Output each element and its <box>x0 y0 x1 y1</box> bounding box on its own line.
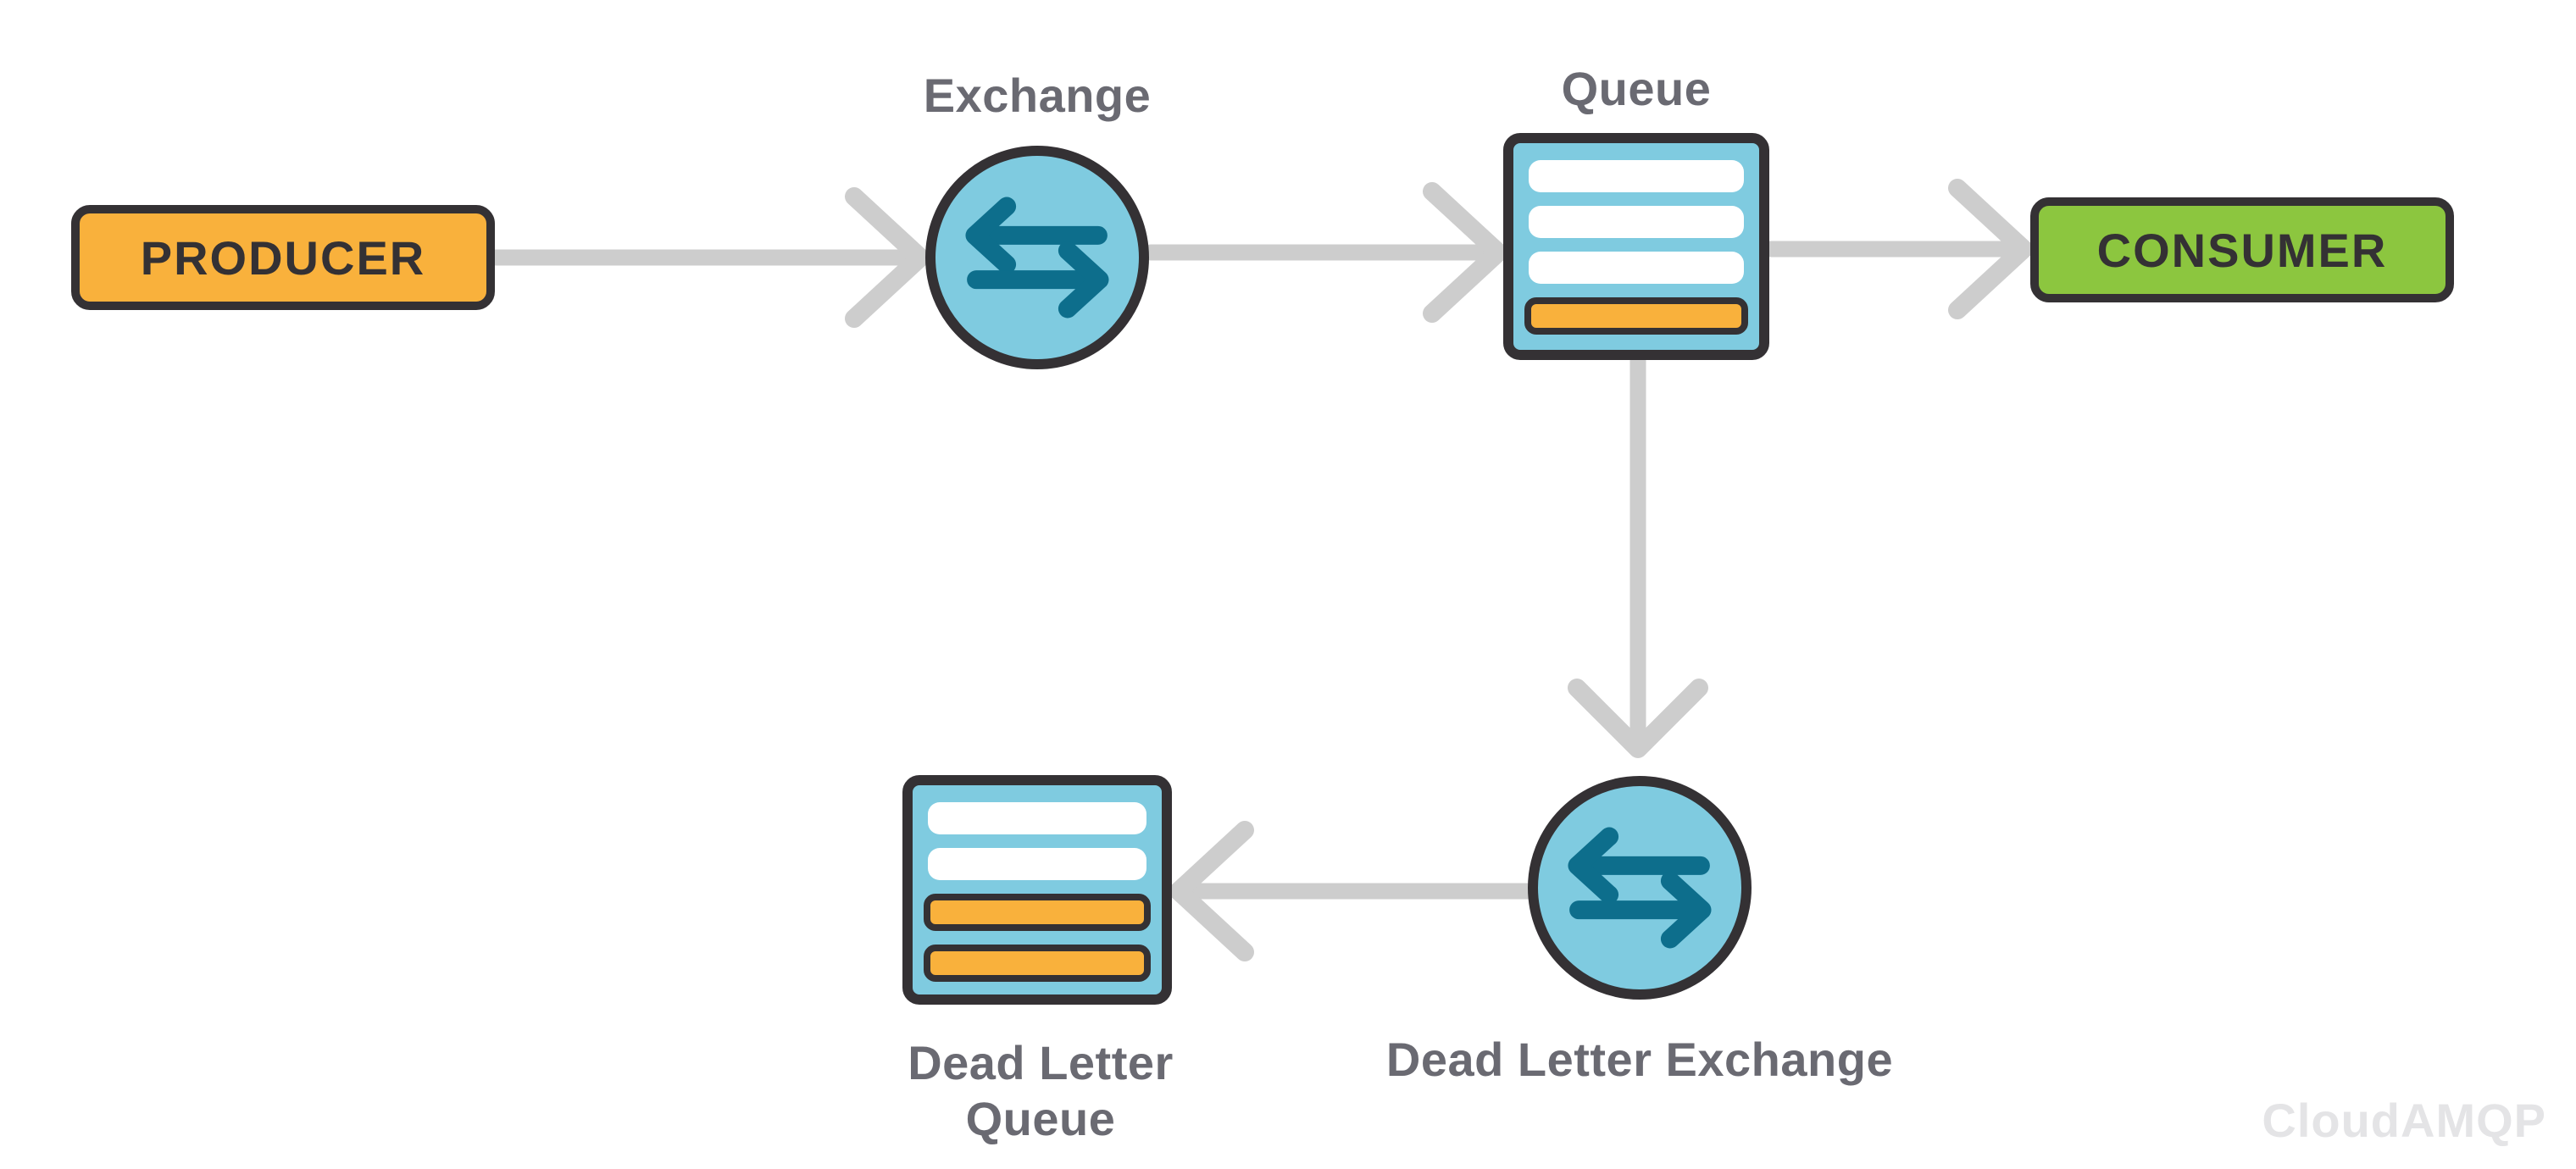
dead-letter-exchange-node <box>1528 776 1752 1000</box>
arrow-exchange-to-queue <box>1142 182 1507 323</box>
dead-letter-queue-label: Dead Letter Queue <box>908 1036 1174 1145</box>
cloudamqp-watermark: CloudAMQP <box>2262 1094 2546 1147</box>
queue-message-bar-orange <box>924 894 1151 931</box>
queue-message-bar-white <box>1529 160 1744 192</box>
queue-message-bar-white <box>1529 206 1744 238</box>
queue-message-bar-white <box>1529 252 1744 284</box>
dead-letter-queue-node <box>902 775 1172 1005</box>
arrow-dead-letter-exchange-to-dead-letter-queue <box>1169 821 1536 961</box>
exchange-label: Exchange <box>923 69 1152 122</box>
dead-letter-exchange-label: Dead Letter Exchange <box>1385 1033 1894 1086</box>
consumer-label: CONSUMER <box>2096 223 2388 277</box>
consumer-node: CONSUMER <box>2030 197 2454 302</box>
queue-message-bar-white <box>928 848 1146 880</box>
queue-message-bar-orange <box>924 945 1151 982</box>
arrow-queue-to-consumer <box>1763 179 2033 319</box>
producer-node: PRODUCER <box>71 205 495 310</box>
exchange-node <box>925 146 1149 369</box>
queue-message-bar-orange <box>1524 297 1748 335</box>
producer-label: PRODUCER <box>140 230 426 285</box>
queue-node <box>1503 133 1769 360</box>
arrow-queue-to-dead-letter-exchange <box>1568 352 1708 758</box>
exchange-arrows-icon <box>965 197 1109 319</box>
exchange-arrows-icon <box>1568 827 1712 949</box>
queue-message-bar-white <box>928 802 1146 834</box>
arrow-producer-to-exchange <box>486 187 930 328</box>
queue-label: Queue <box>1561 62 1712 115</box>
